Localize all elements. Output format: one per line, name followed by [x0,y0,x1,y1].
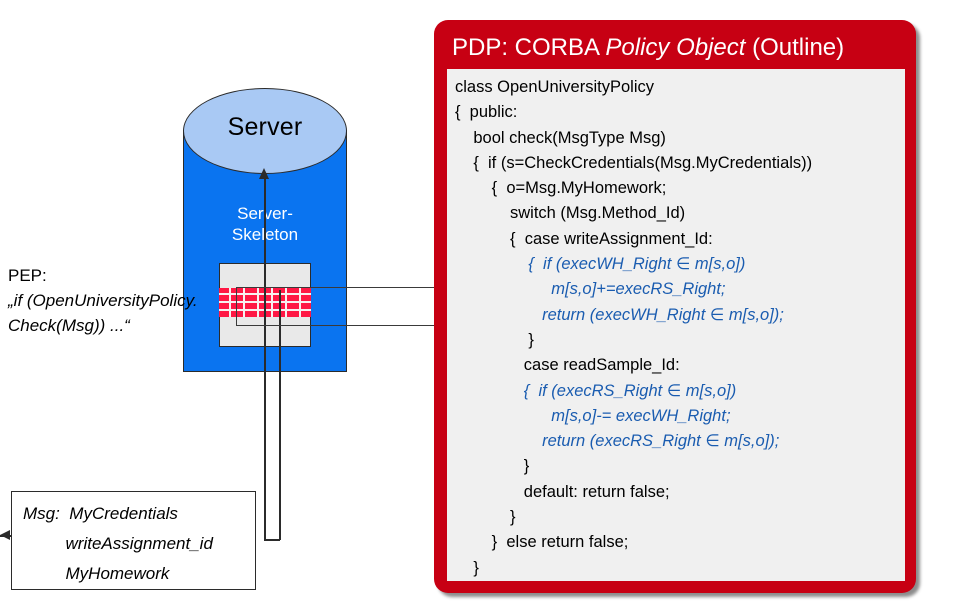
pdp-title-part2: (Outline) [745,34,845,61]
code-line: } else return false; [455,533,629,552]
code-line: } [455,330,534,349]
pdp-title-part1: PDP: CORBA [452,34,606,61]
code-line: m[s,o]+=execRS_Right; [455,280,726,299]
code-line: } [455,457,530,476]
pep-quote-line2: Check(Msg)) ...“ [8,316,130,335]
code-line: case readSample_Id: [455,356,680,375]
server-label: Server [227,113,303,141]
message-box-content: Msg: MyCredentials writeAssignment_id My… [11,491,256,590]
pdp-panel-title: PDP: CORBA Policy Object (Outline) [452,31,904,67]
code-line: { if (execWH_Right ∈ m[s,o]) [455,255,746,274]
server-cylinder-top [183,88,347,174]
code-line: switch (Msg.Method_Id) [455,204,686,223]
message-flow-arrow-shaft [264,175,266,540]
pep-caption: PEP: „if (OpenUniversityPolicy. Check(Ms… [8,263,238,338]
code-line: { case writeAssignment_Id: [455,229,713,248]
code-line: } [455,508,516,527]
code-line: { if (execRS_Right ∈ m[s,o]) [455,381,737,400]
code-line: return (execRS_Right ∈ m[s,o]); [455,432,780,451]
pdp-title-emphasis: Policy Object [605,34,746,61]
msg-elbow-vertical [279,290,281,540]
message-box-line: Msg: MyCredentials [23,504,178,523]
message-box-line: writeAssignment_id [23,534,213,553]
message-box [11,491,256,590]
code-line: bool check(MsgType Msg) [455,128,666,147]
msg-inbound-arrow-head [0,530,10,540]
code-line: return (execWH_Right ∈ m[s,o]); [455,305,784,324]
pep-title: PEP: [8,266,47,285]
message-flow-arrow-head [259,168,269,179]
pep-quote-line1: „if (OpenUniversityPolicy. [8,291,198,310]
code-line: class OpenUniversityPolicy [455,78,654,96]
pdp-code-listing: class OpenUniversityPolicy { public: bool… [447,69,905,581]
code-line: m[s,o]-= execWH_Right; [455,406,731,425]
pdp-code-panel: class OpenUniversityPolicy { public: bool… [447,69,905,581]
code-line: } [455,558,479,577]
message-box-line: MyHomework [23,564,170,583]
msg-elbow-horizontal [264,539,280,541]
code-line: { public: [455,103,518,122]
code-line: { o=Msg.MyHomework; [455,179,667,198]
code-line: default: return false; [455,482,670,501]
code-line: { if (s=CheckCredentials(Msg.MyCredentia… [455,153,813,172]
